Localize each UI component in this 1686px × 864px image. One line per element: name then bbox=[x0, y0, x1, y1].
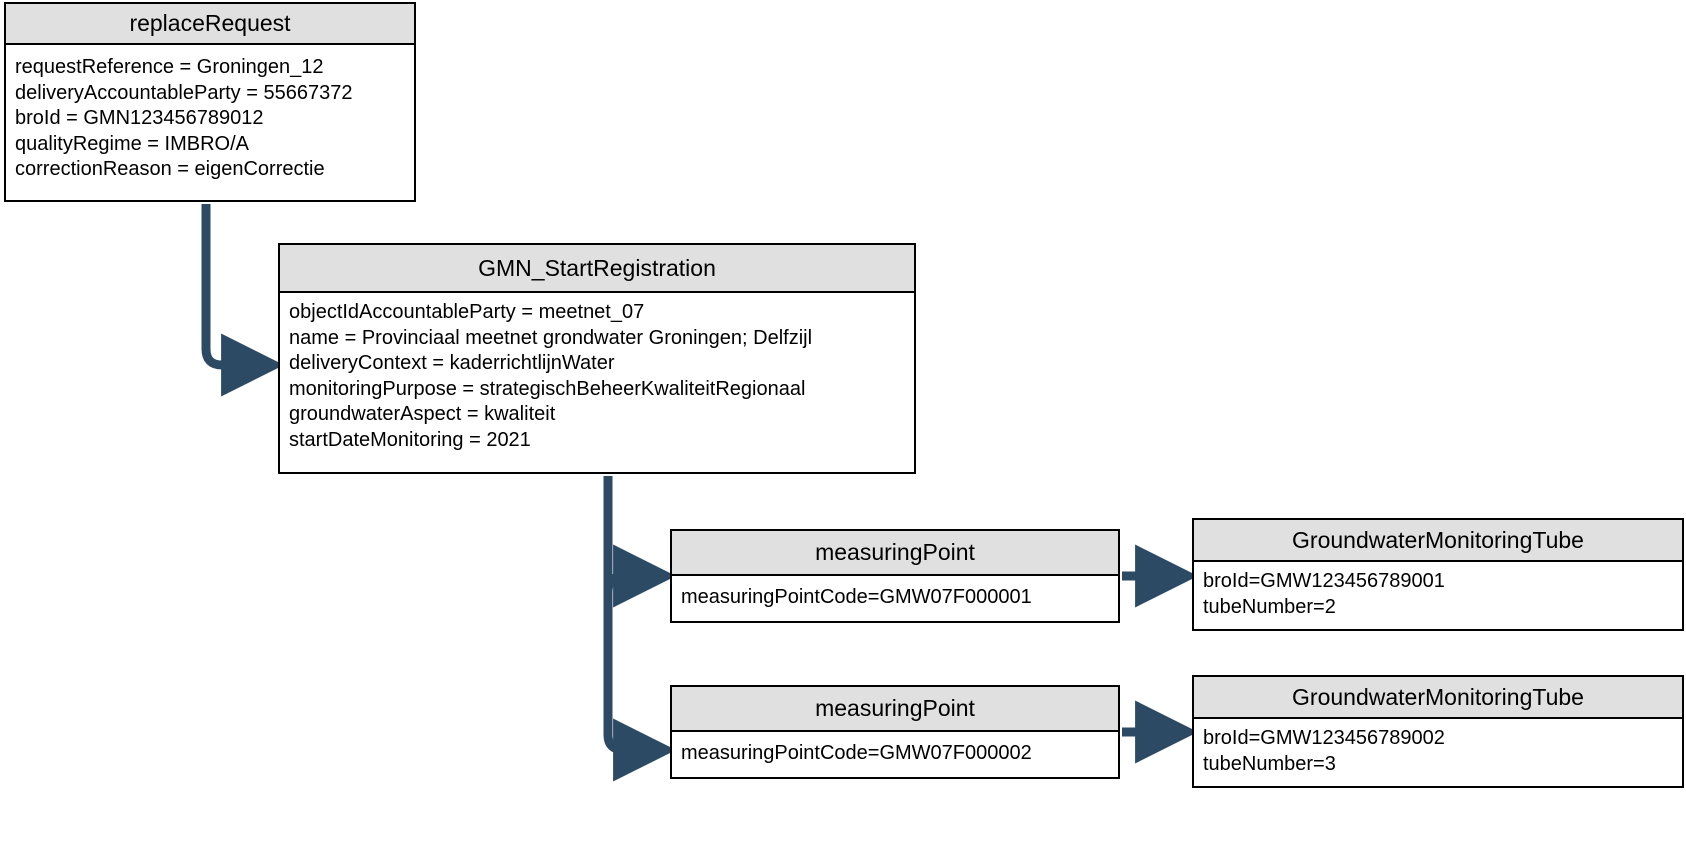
connector-replacerequest-to-gmn bbox=[201, 204, 285, 397]
attribute-line: broId = GMN123456789012 bbox=[15, 107, 264, 129]
uml-box-attributes: measuringPointCode=GMW07F000002 bbox=[672, 732, 1118, 775]
connector-gmn-to-measuringpoint-1 bbox=[603, 476, 677, 782]
uml-box-replace-request[interactable]: replaceRequest requestReference = Gronin… bbox=[4, 2, 416, 202]
attribute-line: measuringPointCode=GMW07F000001 bbox=[681, 586, 1032, 608]
uml-box-header: GroundwaterMonitoringTube bbox=[1194, 677, 1682, 719]
uml-box-header: measuringPoint bbox=[672, 531, 1118, 576]
uml-box-attributes: objectIdAccountableParty = meetnet_07 na… bbox=[280, 293, 914, 461]
attribute-line: tubeNumber=3 bbox=[1203, 752, 1336, 775]
uml-box-attributes: broId=GMW123456789002 tubeNumber=3 bbox=[1194, 719, 1682, 785]
uml-box-gmn-start-registration[interactable]: GMN_StartRegistration objectIdAccountabl… bbox=[278, 243, 916, 474]
uml-box-groundwater-monitoring-tube-1[interactable]: GroundwaterMonitoringTube broId=GMW12345… bbox=[1192, 518, 1684, 631]
uml-box-attributes: requestReference = Groningen_12 delivery… bbox=[6, 45, 414, 191]
uml-box-header: GMN_StartRegistration bbox=[280, 245, 914, 293]
attribute-line: correctionReason = eigenCorrectie bbox=[15, 158, 325, 180]
attribute-line: qualityRegime = IMBRO/A bbox=[15, 132, 249, 155]
uml-box-measuring-point-1[interactable]: measuringPoint measuringPointCode=GMW07F… bbox=[670, 529, 1120, 623]
attribute-line: broId=GMW123456789002 bbox=[1203, 727, 1445, 749]
attribute-line: startDateMonitoring = 2021 bbox=[289, 428, 531, 451]
uml-box-header: measuringPoint bbox=[672, 687, 1118, 732]
uml-box-header: GroundwaterMonitoringTube bbox=[1194, 520, 1682, 562]
attribute-line: objectIdAccountableParty = meetnet_07 bbox=[289, 301, 645, 323]
attribute-line: monitoringPurpose = strategischBeheerKwa… bbox=[289, 377, 806, 400]
attribute-line: measuringPointCode=GMW07F000002 bbox=[681, 742, 1032, 764]
attribute-line: deliveryAccountableParty = 55667372 bbox=[15, 81, 353, 104]
attribute-line: tubeNumber=2 bbox=[1203, 595, 1336, 618]
uml-box-measuring-point-2[interactable]: measuringPoint measuringPointCode=GMW07F… bbox=[670, 685, 1120, 779]
attribute-line: groundwaterAspect = kwaliteit bbox=[289, 403, 556, 425]
attribute-line: requestReference = Groningen_12 bbox=[15, 56, 324, 78]
uml-box-header: replaceRequest bbox=[6, 4, 414, 45]
attribute-line: deliveryContext = kaderrichtlijnWater bbox=[289, 352, 615, 374]
uml-box-attributes: measuringPointCode=GMW07F000001 bbox=[672, 576, 1118, 619]
uml-box-attributes: broId=GMW123456789001 tubeNumber=2 bbox=[1194, 562, 1682, 628]
attribute-line: broId=GMW123456789001 bbox=[1203, 570, 1445, 592]
uml-box-groundwater-monitoring-tube-2[interactable]: GroundwaterMonitoringTube broId=GMW12345… bbox=[1192, 675, 1684, 788]
attribute-line: name = Provinciaal meetnet grondwater Gr… bbox=[289, 326, 813, 349]
